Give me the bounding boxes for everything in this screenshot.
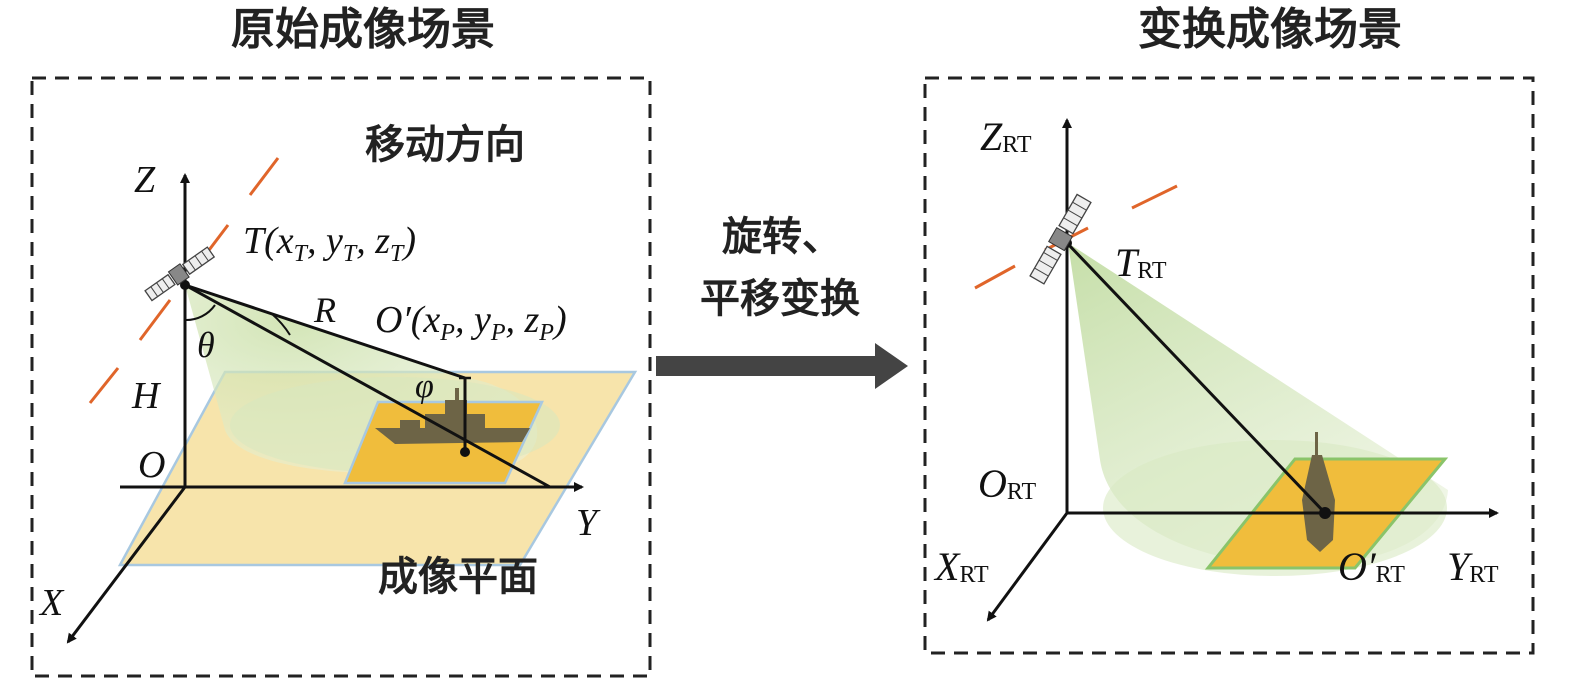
y-axis-label: Y [576,502,601,544]
sensor-point [180,280,190,290]
x-axis-rt [986,512,1069,622]
height-label: H [131,375,162,417]
right-panel-frame [923,76,1535,655]
origin-label-rt: ORT [978,461,1036,506]
range-label: R [313,290,336,330]
move-direction-label: 移动方向 [365,121,525,168]
target-point [460,447,470,457]
left-panel-frame [30,76,652,678]
range-line [184,283,466,380]
transform-label-line2: 平移变换 [700,275,860,322]
sensor-label-rt: TRT [1115,240,1167,285]
y-axis-label-rt: YRT [1447,544,1499,589]
imaging-plane-label: 成像平面 [378,553,538,600]
x-axis [66,486,187,644]
z-axis-label: Z [134,159,156,201]
satellite-icon [144,246,216,302]
target-point-rt [1319,507,1331,519]
look-line [184,283,551,489]
phi-label: φ [415,368,434,405]
left-panel-title: 原始成像场景 [231,4,495,55]
transform-label-line1: 旋转、 [722,213,842,260]
sensor-coordinates: T(xT, yT, zT) [243,220,416,267]
ship-icon-rt [1302,432,1335,552]
ship-icon [375,388,530,444]
x-axis-label-rt: XRT [933,544,989,589]
origin-label: O [138,444,165,486]
satellite-icon-rt [1029,193,1092,285]
transform-arrow [656,343,908,389]
right-panel-title: 变换成像场景 [1138,4,1402,55]
theta-arc [184,304,216,322]
z-axis-label-rt: ZRT [980,114,1032,159]
target-label-rt: O′RT [1338,544,1405,589]
range-line-rt [1065,241,1327,515]
theta-label: θ [197,325,215,365]
target-coordinates: O′(xP, yP, zP) [375,299,567,346]
x-axis-label: X [38,582,65,624]
range-arc [271,313,291,336]
